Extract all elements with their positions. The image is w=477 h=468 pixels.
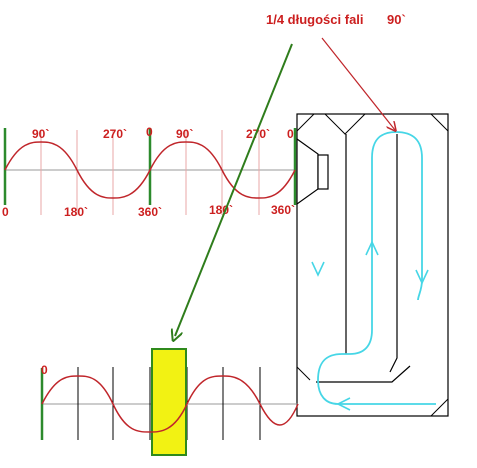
- air-path-line: [317, 131, 436, 405]
- air-arrow-down-left: [311, 261, 325, 277]
- quarter-wavelength-label: 1/4 długości fali: [266, 12, 364, 27]
- quarter-wavelength-degree: 90`: [387, 12, 406, 27]
- upper-top-label-1: 90`: [32, 127, 49, 141]
- inner-divider-right: [389, 134, 398, 373]
- speaker-enclosure: [296, 113, 449, 417]
- bevel-top-right: [430, 113, 449, 132]
- air-arrow-outlet: [336, 397, 351, 411]
- red-pointer-arrow: [321, 37, 395, 130]
- speaker-driver-magnet: [317, 154, 329, 190]
- top-deflector: [324, 113, 366, 135]
- lower-start-label: 0: [41, 363, 48, 377]
- upper-sine-wave: [4, 141, 296, 199]
- upper-top-label-4: 90`: [176, 127, 193, 141]
- upper-wave-diagram: 90` 270` 0 90` 270` 0 0 180` 360` 180` 3…: [2, 125, 297, 219]
- green-pointer-arrow: [175, 43, 293, 336]
- upper-top-label-2: 270`: [103, 127, 127, 141]
- upper-bottom-label-2: 180`: [64, 205, 88, 219]
- bevel-bottom-left: [296, 366, 311, 381]
- upper-bottom-label-3: 360`: [138, 205, 162, 219]
- upper-bottom-label-5: 360`: [271, 203, 295, 217]
- air-arrow-down-right: [415, 269, 429, 285]
- lower-wave-diagram: 0: [40, 348, 299, 456]
- lower-sine-wave: [41, 375, 299, 433]
- bevel-top-left: [296, 113, 315, 132]
- upper-top-label-3: 0: [146, 125, 153, 139]
- upper-bottom-label-1: 0: [2, 205, 9, 219]
- air-arrow-up-center: [365, 240, 379, 256]
- upper-top-label-6: 0: [287, 127, 294, 141]
- bevel-bottom-right: [430, 398, 449, 417]
- inner-shelf: [316, 365, 411, 383]
- quarter-wave-marker: [151, 348, 187, 456]
- upper-top-label-5: 270`: [246, 127, 270, 141]
- upper-bottom-label-4: 180`: [209, 203, 233, 217]
